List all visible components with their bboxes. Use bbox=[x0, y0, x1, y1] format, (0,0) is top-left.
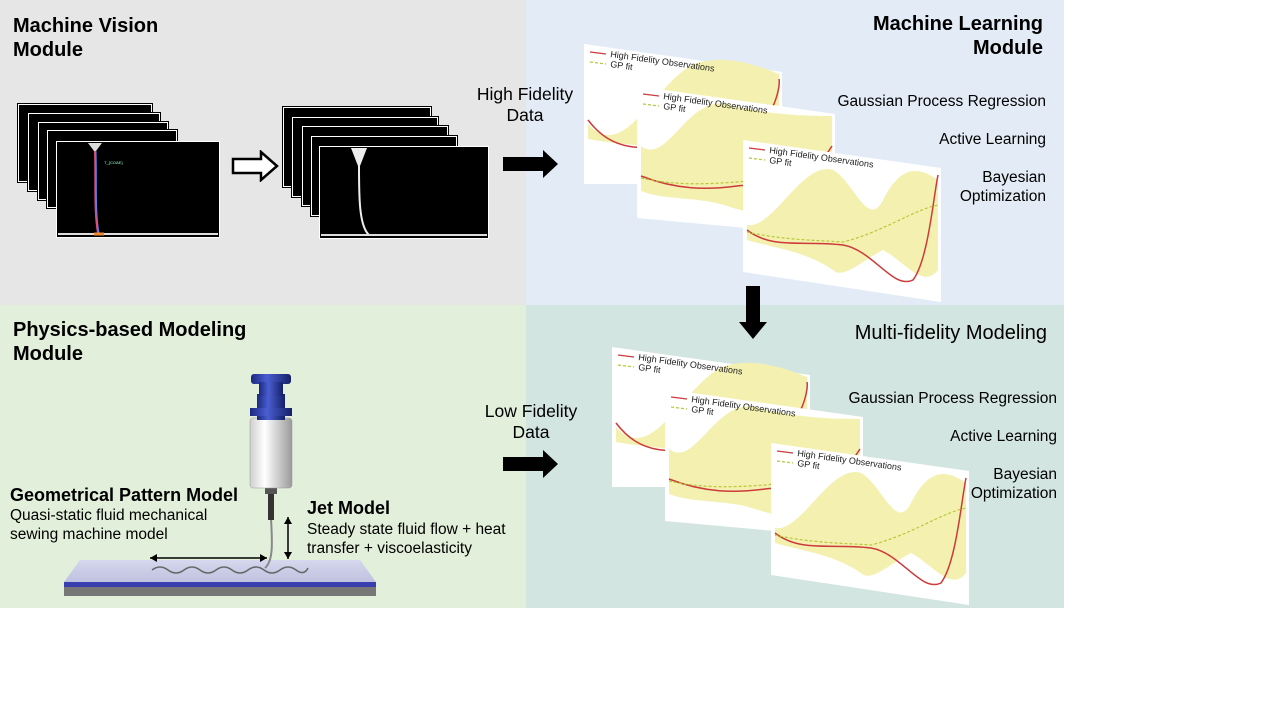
geometrical-pattern-model-title: Geometrical Pattern Model bbox=[10, 485, 239, 505]
high-fidelity-arrow-icon bbox=[503, 150, 558, 178]
jet-stream bbox=[264, 517, 273, 569]
ml-gp-plot-3: High Fidelity Observations GP fit bbox=[743, 140, 941, 302]
physics-modeling-title: Physics-based Modeling Module bbox=[13, 319, 247, 365]
mf-method-bayesian-optimization: Bayesian Optimization bbox=[970, 466, 1057, 502]
mf-gp-plot-3: High Fidelity Observations GP fit bbox=[771, 443, 969, 605]
geometrical-pattern-model-desc: Quasi-static fluid mechanical sewing mac… bbox=[10, 507, 208, 543]
machine-learning-title: Machine Learning Module bbox=[872, 13, 1043, 59]
mf-gp-plot-stack: High Fidelity Observations GP fit High F… bbox=[612, 347, 972, 607]
ml-gp-plot-stack: High Fidelity Observations GP fit High F… bbox=[584, 44, 944, 304]
vision-overlay-label: T_{COAE} bbox=[104, 160, 123, 165]
ml-method-gpr: Gaussian Process Regression bbox=[837, 93, 1047, 110]
hollow-arrow-icon bbox=[231, 150, 279, 182]
machine-vision-title: Machine Vision Module bbox=[13, 15, 159, 61]
svg-text:GP fit: GP fit bbox=[797, 458, 821, 471]
svg-text:GP fit: GP fit bbox=[769, 155, 793, 168]
high-fidelity-data-label: High Fidelity Data bbox=[476, 84, 574, 125]
ml-method-bayesian-optimization: Bayesian Optimization bbox=[959, 169, 1046, 205]
svg-text:GP fit: GP fit bbox=[691, 404, 715, 417]
svg-text:GP fit: GP fit bbox=[663, 101, 687, 114]
mf-method-active-learning: Active Learning bbox=[950, 428, 1057, 445]
jet-model-desc: Steady state fluid flow + heat transfer … bbox=[307, 521, 506, 557]
mf-method-gpr: Gaussian Process Regression bbox=[848, 390, 1058, 407]
ml-method-active-learning: Active Learning bbox=[939, 131, 1046, 148]
segmented-jet-image bbox=[319, 146, 489, 239]
substrate-plate bbox=[64, 560, 376, 582]
down-arrow-icon bbox=[739, 286, 767, 339]
jet-model-title: Jet Model bbox=[307, 498, 391, 518]
svg-text:GP fit: GP fit bbox=[638, 362, 662, 375]
svg-text:GP fit: GP fit bbox=[610, 59, 634, 72]
low-fidelity-data-label: Low Fidelity Data bbox=[484, 401, 578, 442]
low-fidelity-arrow-icon bbox=[503, 450, 558, 478]
printer-syringe-illustration bbox=[64, 374, 376, 596]
printed-fiber bbox=[151, 566, 309, 574]
processed-frame-image: T_{COAE} bbox=[56, 141, 220, 238]
multi-fidelity-title: Multi-fidelity Modeling bbox=[854, 322, 1047, 344]
